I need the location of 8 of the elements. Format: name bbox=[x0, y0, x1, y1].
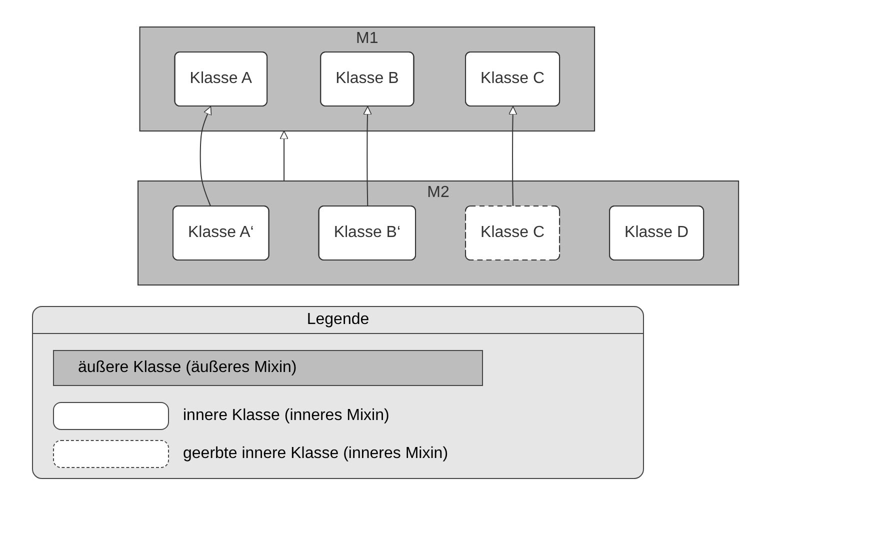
arrow bbox=[362, 106, 372, 207]
legend-heading: Legende bbox=[33, 307, 643, 334]
legend-text: geerbte innere Klasse (inneres Mixin) bbox=[183, 445, 448, 463]
arrow bbox=[200, 106, 212, 207]
legend-swatch: äußere Klasse (äußeres Mixin) bbox=[53, 350, 483, 386]
legend-text: innere Klasse (inneres Mixin) bbox=[183, 407, 390, 425]
arrow bbox=[279, 130, 288, 182]
arrow bbox=[508, 106, 517, 207]
